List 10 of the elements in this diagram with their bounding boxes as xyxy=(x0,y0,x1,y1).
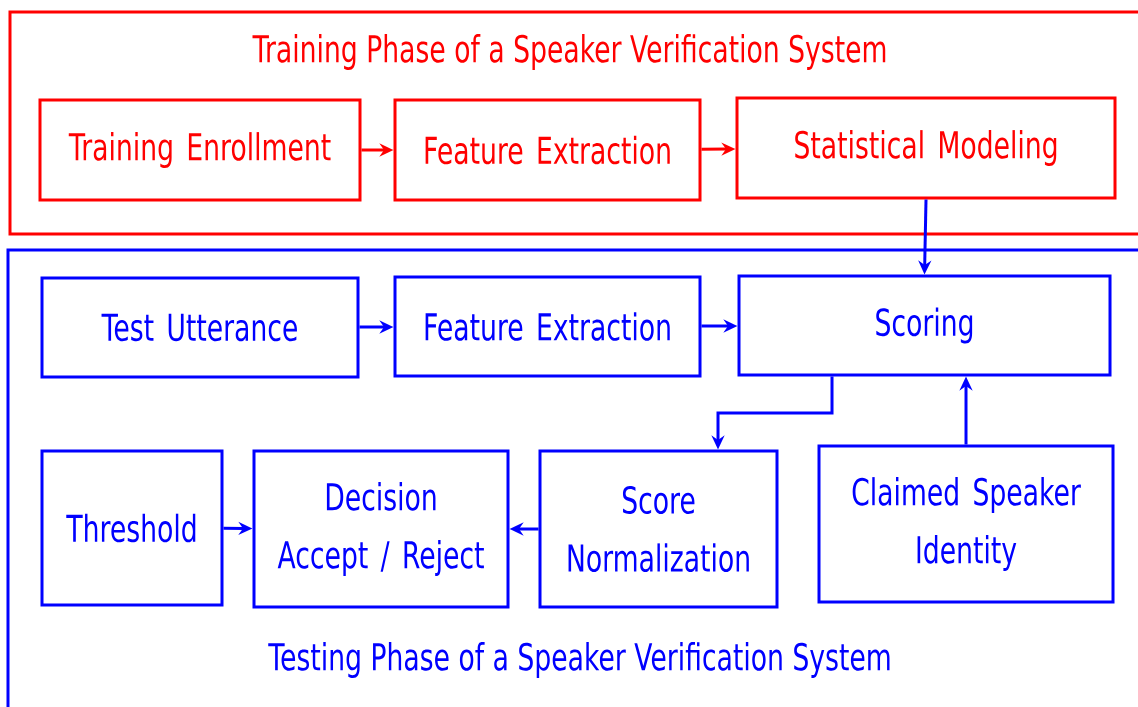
process-box: Threshold xyxy=(40,449,224,607)
process-box: Scoring xyxy=(737,274,1112,377)
process-box: Training Enrollment xyxy=(38,98,362,202)
process-box: Statistical Modeling xyxy=(735,96,1117,200)
process-box: Test Utterance xyxy=(40,276,360,379)
process-box: Decision Accept / Reject xyxy=(252,449,510,609)
process-box: Claimed Speaker Identity xyxy=(817,444,1115,604)
process-box: Feature Extraction xyxy=(393,275,702,378)
process-box: Feature Extraction xyxy=(393,98,702,202)
process-box: Score Normalization xyxy=(538,449,779,609)
